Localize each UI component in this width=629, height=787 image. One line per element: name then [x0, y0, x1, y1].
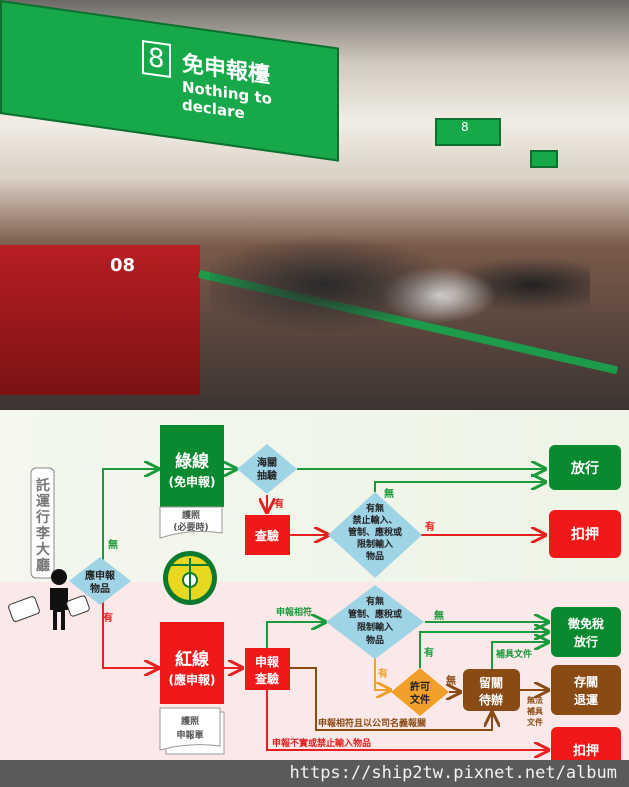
svg-text:補具: 補具 [526, 706, 543, 716]
svg-text:管制、應稅或: 管制、應稅或 [348, 526, 402, 538]
seize-box-2 [551, 727, 621, 760]
store-return-box [551, 665, 621, 715]
svg-text:無: 無 [384, 487, 394, 500]
svg-text:行: 行 [35, 509, 50, 526]
svg-text:禁止輸入、: 禁止輸入、 [352, 514, 397, 526]
customs-spot-check-diamond [237, 444, 297, 494]
svg-text:有無: 有無 [366, 595, 384, 607]
svg-text:託: 託 [36, 477, 50, 494]
svg-text:紅線: 紅線 [175, 649, 209, 670]
svg-text:有: 有 [424, 646, 434, 659]
svg-text:護照: 護照 [182, 509, 200, 521]
svg-text:申報單: 申報單 [176, 729, 203, 741]
svg-text:申報: 申報 [255, 654, 280, 669]
svg-text:無法: 無法 [527, 695, 543, 705]
svg-text:管制、應稅或: 管制、應稅或 [348, 608, 402, 620]
svg-text:許可: 許可 [410, 680, 430, 693]
svg-text:申報相符: 申報相符 [276, 606, 312, 618]
hold-pending-box [463, 669, 520, 711]
svg-text:有無: 有無 [366, 502, 384, 514]
svg-text:文件: 文件 [410, 693, 430, 706]
svg-text:留關: 留關 [479, 675, 503, 690]
svg-text:應申報: 應申報 [85, 569, 116, 582]
svg-text:廳: 廳 [36, 557, 50, 574]
svg-text:有: 有 [274, 497, 284, 510]
svg-text:申報不實或禁止輸入物品: 申報不實或禁止輸入物品 [272, 737, 371, 749]
svg-text:(免申報): (免申報) [169, 474, 216, 489]
svg-text:護照: 護照 [181, 715, 199, 727]
svg-text:有: 有 [425, 520, 435, 533]
passport-declaration-doc [159, 707, 221, 751]
svg-text:放行: 放行 [570, 460, 599, 477]
distant-sign: 8 [435, 118, 501, 146]
passport-doc [159, 506, 223, 539]
customs-hall-photo: 8 免申報檯 Nothing to declare 8 08 [0, 0, 629, 410]
svg-text:海關: 海關 [257, 456, 277, 469]
svg-text:物品: 物品 [366, 634, 384, 646]
prohibited-items-diamond [328, 492, 422, 578]
declaration-inspection-box [245, 648, 290, 690]
svg-text:扣押: 扣押 [573, 743, 599, 759]
svg-text:李: 李 [35, 525, 51, 542]
permit-docs-diamond [391, 668, 449, 716]
svg-text:物品: 物品 [90, 582, 110, 595]
svg-text:無: 無 [434, 609, 444, 622]
baggage-hall-box [30, 467, 55, 579]
svg-text:有: 有 [378, 667, 388, 680]
svg-text:申報相符且以公司名義報關: 申報相符且以公司名義報關 [318, 717, 426, 729]
svg-text:(必要時): (必要時) [173, 521, 208, 533]
traveler-icon [8, 569, 90, 630]
far-sign [530, 150, 558, 168]
svg-text:退運: 退運 [574, 693, 598, 707]
svg-text:大: 大 [36, 541, 50, 558]
svg-text:限制輸入: 限制輸入 [357, 621, 393, 633]
controlled-items-diamond [326, 585, 424, 659]
svg-text:限制輸入: 限制輸入 [357, 538, 393, 550]
should-declare-diamond [69, 557, 131, 605]
svg-text:徵免稅: 徵免稅 [567, 616, 604, 631]
svg-text:抽驗: 抽驗 [257, 469, 277, 482]
red-line-box [160, 622, 224, 704]
svg-text:待辦: 待辦 [479, 692, 503, 707]
release-box [549, 445, 621, 490]
svg-text:無: 無 [108, 538, 118, 551]
seize-box [549, 510, 621, 558]
travelers [210, 185, 590, 385]
inspection-box [245, 515, 290, 555]
svg-text:文件: 文件 [527, 717, 543, 727]
tax-release-box [551, 607, 621, 657]
green-line-box [160, 425, 224, 507]
svg-text:綠線: 綠線 [175, 451, 209, 472]
svg-text:查驗: 查驗 [254, 528, 279, 543]
svg-text:(應申報): (應申報) [169, 672, 216, 687]
customs-logo [163, 551, 217, 605]
svg-text:查驗: 查驗 [254, 671, 279, 686]
watermark-url: https://ship2tw.pixnet.net/album [0, 760, 629, 787]
svg-text:放行: 放行 [573, 634, 598, 649]
svg-text:存關: 存關 [573, 674, 598, 689]
svg-text:無: 無 [446, 674, 456, 687]
svg-text:物品: 物品 [366, 550, 384, 562]
svg-text:運: 運 [36, 494, 51, 510]
svg-text:有: 有 [103, 611, 113, 624]
svg-text:補具文件: 補具文件 [495, 648, 532, 660]
svg-text:扣押: 扣押 [571, 526, 599, 543]
counter-desk: 08 [0, 245, 200, 395]
